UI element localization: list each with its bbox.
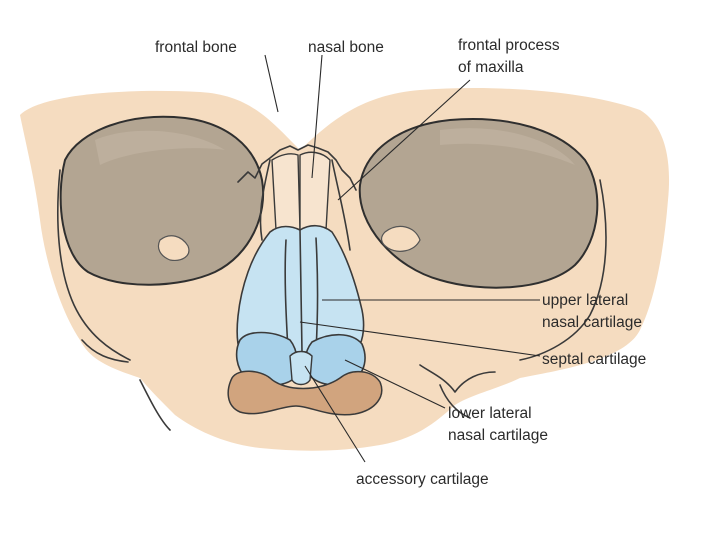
label-nasal-bone: nasal bone <box>308 39 384 56</box>
leader-septal <box>299 321 541 357</box>
label-frontal-process-line2: of maxilla <box>458 59 524 76</box>
nasomaxillary-suture-right <box>331 159 351 251</box>
leader-lower-lateral <box>344 359 446 409</box>
accessory-cartilage-ring <box>227 370 383 416</box>
label-septal: septal cartilage <box>542 351 646 368</box>
cartilage-midline <box>299 229 303 353</box>
label-upper-lateral-line2: nasal cartilage <box>542 314 642 331</box>
right-maxilla-contour <box>419 364 496 419</box>
nasomaxillary-suture-left <box>259 159 271 241</box>
leader-accessory <box>304 365 366 463</box>
left-orbit-shade <box>95 130 225 165</box>
frontonasal-suture <box>237 144 357 191</box>
label-upper-lateral-line1: upper lateral <box>542 292 628 309</box>
nasal-bone-left <box>271 153 301 233</box>
right-orbit <box>358 118 599 289</box>
leader-frontal-bone <box>264 54 279 113</box>
label-accessory: accessory cartilage <box>356 471 489 488</box>
right-orbit-shade <box>440 128 575 165</box>
left-maxilla-contour <box>81 339 171 431</box>
leader-nasal-bone <box>311 54 323 179</box>
skull-left-edge <box>57 169 131 361</box>
label-lower-lateral-line1: lower lateral <box>448 405 532 422</box>
right-orbit-bone-chip <box>381 225 421 252</box>
cartilage-crease-right <box>315 237 319 351</box>
label-lower-lateral-line2: nasal cartilage <box>448 427 548 444</box>
skull-right-edge <box>519 179 607 361</box>
leader-frontal-process <box>337 79 471 201</box>
septal-cartilage-tip <box>289 350 313 386</box>
nasal-bone-right <box>299 151 331 233</box>
left-orbit-bone-chip <box>157 235 190 261</box>
label-frontal-bone: frontal bone <box>155 39 237 56</box>
label-frontal-process-line1: frontal process <box>458 37 560 54</box>
